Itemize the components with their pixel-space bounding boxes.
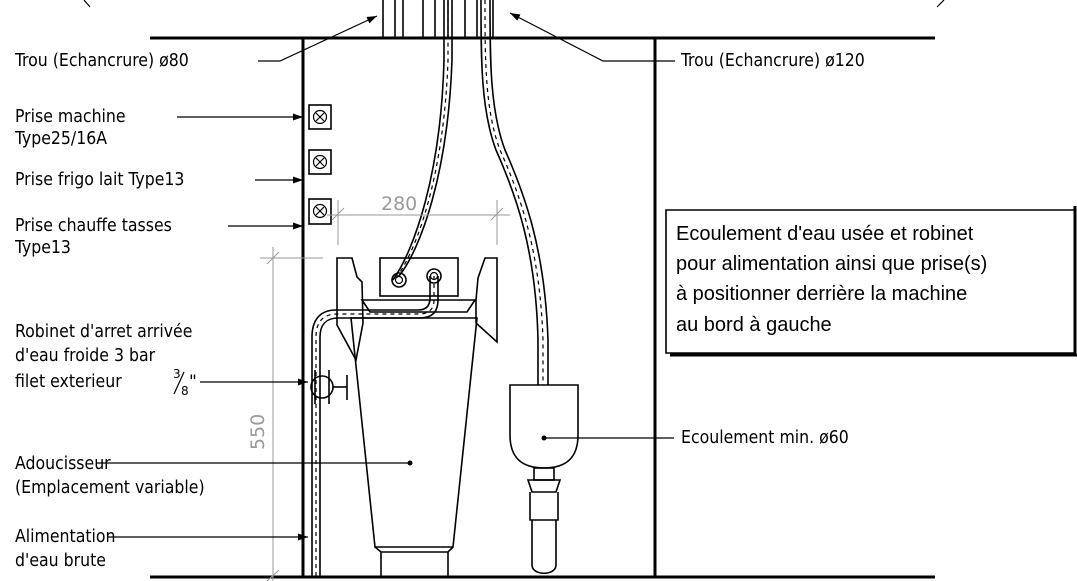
label-valve-line1: Robinet d'arret arrivée — [15, 322, 192, 342]
hose-120 — [480, 0, 549, 385]
label-socket-machine-line2: Type25/16A — [14, 129, 107, 149]
note-line-4: au bord à gauche — [676, 314, 832, 336]
inch-mark: " — [189, 372, 197, 392]
dimension-280-label: 280 — [381, 193, 417, 215]
label-socket-cupwarmer-line1: Prise chauffe tasses — [15, 216, 172, 236]
label-valve-line3: filet exterieur — [15, 372, 122, 392]
label-socket-fridge: Prise frigo lait Type13 — [15, 170, 184, 190]
note-line-1: Ecoulement d'eau usée et robinet — [676, 223, 974, 245]
note-line-2: pour alimentation ainsi que prise(s) — [676, 253, 987, 275]
label-hole-120: Trou (Echancrure) ø120 — [680, 51, 865, 71]
label-softener-line2: (Emplacement variable) — [15, 478, 205, 498]
fraction-denominator: 8 — [181, 384, 189, 398]
label-softener-line1: Adoucisseur — [15, 454, 111, 474]
socket-machine — [308, 104, 332, 130]
drain-trap — [509, 384, 579, 575]
label-valve-fraction: 3 8 " — [173, 367, 197, 398]
label-socket-machine-line1: Prise machine — [15, 107, 126, 127]
socket-cupwarmer — [308, 198, 332, 225]
note-line-3: à positionner derrière la machine — [676, 283, 967, 305]
fraction-numerator: 3 — [173, 367, 181, 381]
socket-fridge — [308, 149, 332, 175]
note-box: Ecoulement d'eau usée et robinet pour al… — [665, 206, 1077, 357]
cabinet-frame — [83, 0, 945, 579]
label-hole-80: Trou (Echancrure) ø80 — [14, 51, 189, 71]
dimension-280: 280 — [327, 193, 510, 245]
hose-80 — [392, 0, 453, 281]
label-socket-cupwarmer-line2: Type13 — [14, 238, 71, 258]
dimension-550: 550 — [247, 247, 323, 581]
softener-unit — [336, 257, 498, 577]
label-valve-line2: d'eau froide 3 bar — [15, 346, 156, 366]
shutoff-valve — [310, 370, 348, 404]
leader-lines — [97, 12, 675, 541]
label-supply-line2: d'eau brute — [15, 551, 106, 571]
inlet-pipe — [311, 276, 439, 577]
label-drain: Ecoulement min. ø60 — [681, 428, 849, 448]
label-supply-line1: Alimentation — [15, 527, 116, 547]
dimension-550-label: 550 — [247, 414, 269, 450]
